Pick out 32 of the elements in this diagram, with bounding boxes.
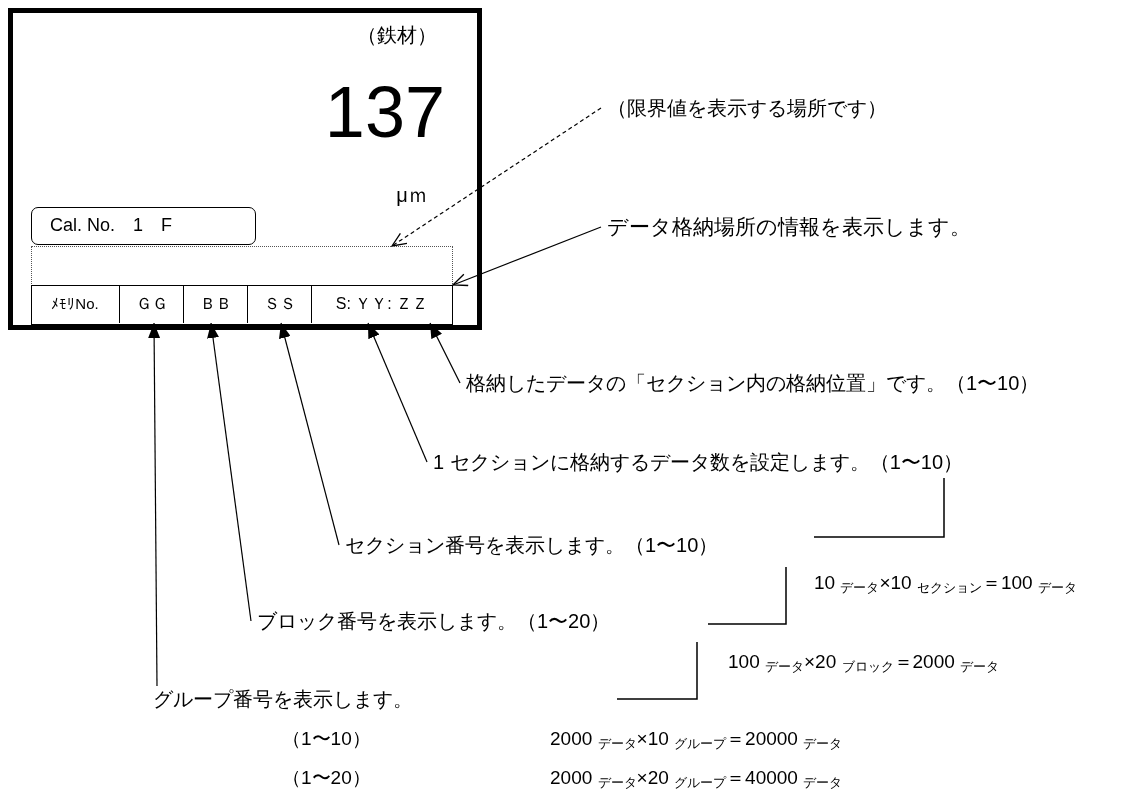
range-text: （1〜20） bbox=[282, 766, 371, 790]
arrow bbox=[367, 322, 428, 463]
limit-area bbox=[31, 246, 453, 286]
dashed-arrow bbox=[391, 107, 602, 247]
arrow bbox=[429, 322, 461, 384]
arrow bbox=[452, 226, 602, 287]
memory-status-bar bbox=[31, 285, 453, 325]
block-field: ＢＢ bbox=[184, 285, 248, 323]
callout-text: グループ番号を表示します。 bbox=[153, 686, 453, 712]
callout-text: 1 セクションに格納するデータ数を設定します。（1〜10） bbox=[433, 449, 993, 475]
reading-value: 137 bbox=[300, 78, 445, 146]
calibration-box: Cal. No. 1 F bbox=[31, 207, 256, 245]
arrow bbox=[279, 322, 340, 546]
callout-text: データ格納場所の情報を表示します。 bbox=[607, 213, 997, 241]
callout-text: ブロック番号を表示します。（1〜20） bbox=[257, 608, 637, 634]
formula-text: 100 $_{データ}$×20 $_{ブロック}$＝2000 $_{データ}$ bbox=[728, 650, 1000, 676]
group-field: ＧＧ bbox=[120, 285, 184, 323]
formula-text: 2000 $_{データ}$×20 $_{グループ}$＝40000 $_{データ}$ bbox=[550, 766, 843, 792]
callout-text: セクション番号を表示します。（1〜10） bbox=[345, 532, 745, 558]
formula-text: 10 $_{データ}$×10 $_{セクション}$＝100 $_{データ}$ bbox=[814, 571, 1077, 597]
display-screen bbox=[8, 8, 482, 330]
callout-text: （限界値を表示する場所です） bbox=[607, 95, 907, 121]
arrow bbox=[148, 322, 161, 687]
formula-text: 2000 $_{データ}$×10 $_{グループ}$＝20000 $_{データ}$ bbox=[550, 727, 843, 753]
position-field: S: ＹＹ: ＺＺ bbox=[312, 285, 452, 323]
callout-text: 格納したデータの「セクション内の格納位置」です。（1〜10） bbox=[466, 370, 1066, 396]
memory-number-field: ﾒﾓﾘNo. bbox=[31, 285, 120, 323]
arrow bbox=[207, 322, 252, 622]
section-field: ＳＳ bbox=[248, 285, 312, 323]
material-label: （鉄材） bbox=[352, 22, 442, 48]
range-text: （1〜10） bbox=[282, 727, 371, 751]
unit-label: μｍ bbox=[386, 182, 438, 208]
